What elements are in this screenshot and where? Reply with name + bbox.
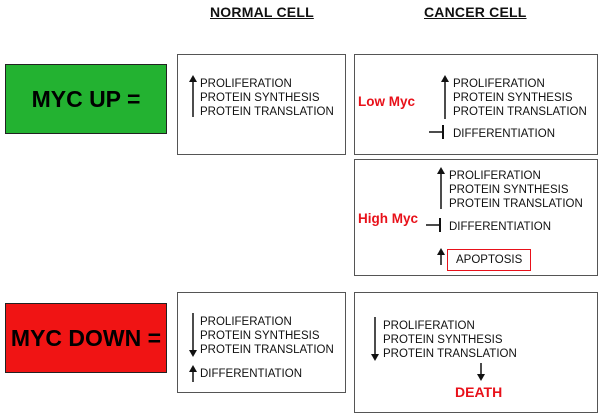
normal-down-item-differentiation: DIFFERENTIATION bbox=[200, 368, 303, 380]
myc-up-label: MYC UP = bbox=[31, 85, 141, 112]
myc-up-box: MYC UP = bbox=[5, 64, 167, 134]
low-myc-label: Low Myc bbox=[358, 94, 416, 109]
up-arrow-icon bbox=[189, 75, 197, 117]
normal-up-panel: PROLIFERATION PROTEIN SYNTHESIS PROTEIN … bbox=[177, 54, 346, 155]
cancer-high-myc-panel: High Myc PROLIFERATION PROTEIN SYNTHESIS… bbox=[354, 159, 598, 276]
low-myc-item-protein-synthesis: PROTEIN SYNTHESIS bbox=[453, 92, 573, 104]
high-myc-label: High Myc bbox=[358, 211, 419, 226]
cancer-low-myc-panel: Low Myc PROLIFERATION PROTEIN SYNTHESIS … bbox=[354, 54, 598, 155]
apoptosis-box: APOPTOSIS bbox=[447, 249, 532, 271]
up-arrow-icon bbox=[441, 75, 449, 119]
high-myc-item-protein-synthesis: PROTEIN SYNTHESIS bbox=[449, 184, 569, 196]
cancer-down-panel: PROLIFERATION PROTEIN SYNTHESIS PROTEIN … bbox=[354, 292, 598, 413]
normal-down-item-proliferation: PROLIFERATION bbox=[200, 316, 292, 328]
low-myc-item-protein-translation: PROTEIN TRANSLATION bbox=[453, 106, 587, 118]
normal-cell-header: NORMAL CELL bbox=[210, 4, 314, 20]
normal-up-item-protein-translation: PROTEIN TRANSLATION bbox=[200, 106, 334, 118]
normal-up-item-proliferation: PROLIFERATION bbox=[200, 78, 292, 90]
low-myc-item-differentiation: DIFFERENTIATION bbox=[453, 128, 556, 140]
down-arrow-icon bbox=[371, 317, 379, 361]
cancer-cell-header: CANCER CELL bbox=[424, 4, 527, 20]
inhibition-icon bbox=[426, 218, 441, 232]
down-arrow-icon bbox=[189, 313, 197, 357]
high-myc-item-apoptosis: APOPTOSIS bbox=[456, 254, 523, 266]
up-arrow-icon bbox=[437, 167, 445, 209]
normal-down-item-protein-synthesis: PROTEIN SYNTHESIS bbox=[200, 330, 320, 342]
high-myc-item-proliferation: PROLIFERATION bbox=[449, 170, 541, 182]
up-arrow-icon bbox=[189, 365, 197, 382]
low-myc-item-proliferation: PROLIFERATION bbox=[453, 78, 545, 90]
cancer-down-item-proliferation: PROLIFERATION bbox=[383, 320, 475, 332]
myc-down-label: MYC DOWN = bbox=[10, 324, 162, 351]
myc-down-box: MYC DOWN = bbox=[5, 303, 167, 373]
down-arrow-icon bbox=[477, 363, 485, 381]
normal-up-item-protein-synthesis: PROTEIN SYNTHESIS bbox=[200, 92, 320, 104]
cancer-down-item-protein-synthesis: PROTEIN SYNTHESIS bbox=[383, 334, 503, 346]
high-myc-item-differentiation: DIFFERENTIATION bbox=[449, 221, 552, 233]
death-outcome: DEATH bbox=[455, 384, 503, 400]
normal-down-panel: PROLIFERATION PROTEIN SYNTHESIS PROTEIN … bbox=[177, 292, 346, 393]
cancer-down-item-protein-translation: PROTEIN TRANSLATION bbox=[383, 348, 517, 360]
inhibition-icon bbox=[429, 125, 444, 139]
high-myc-item-protein-translation: PROTEIN TRANSLATION bbox=[449, 198, 583, 210]
normal-down-item-protein-translation: PROTEIN TRANSLATION bbox=[200, 344, 334, 356]
up-arrow-icon bbox=[437, 248, 445, 265]
